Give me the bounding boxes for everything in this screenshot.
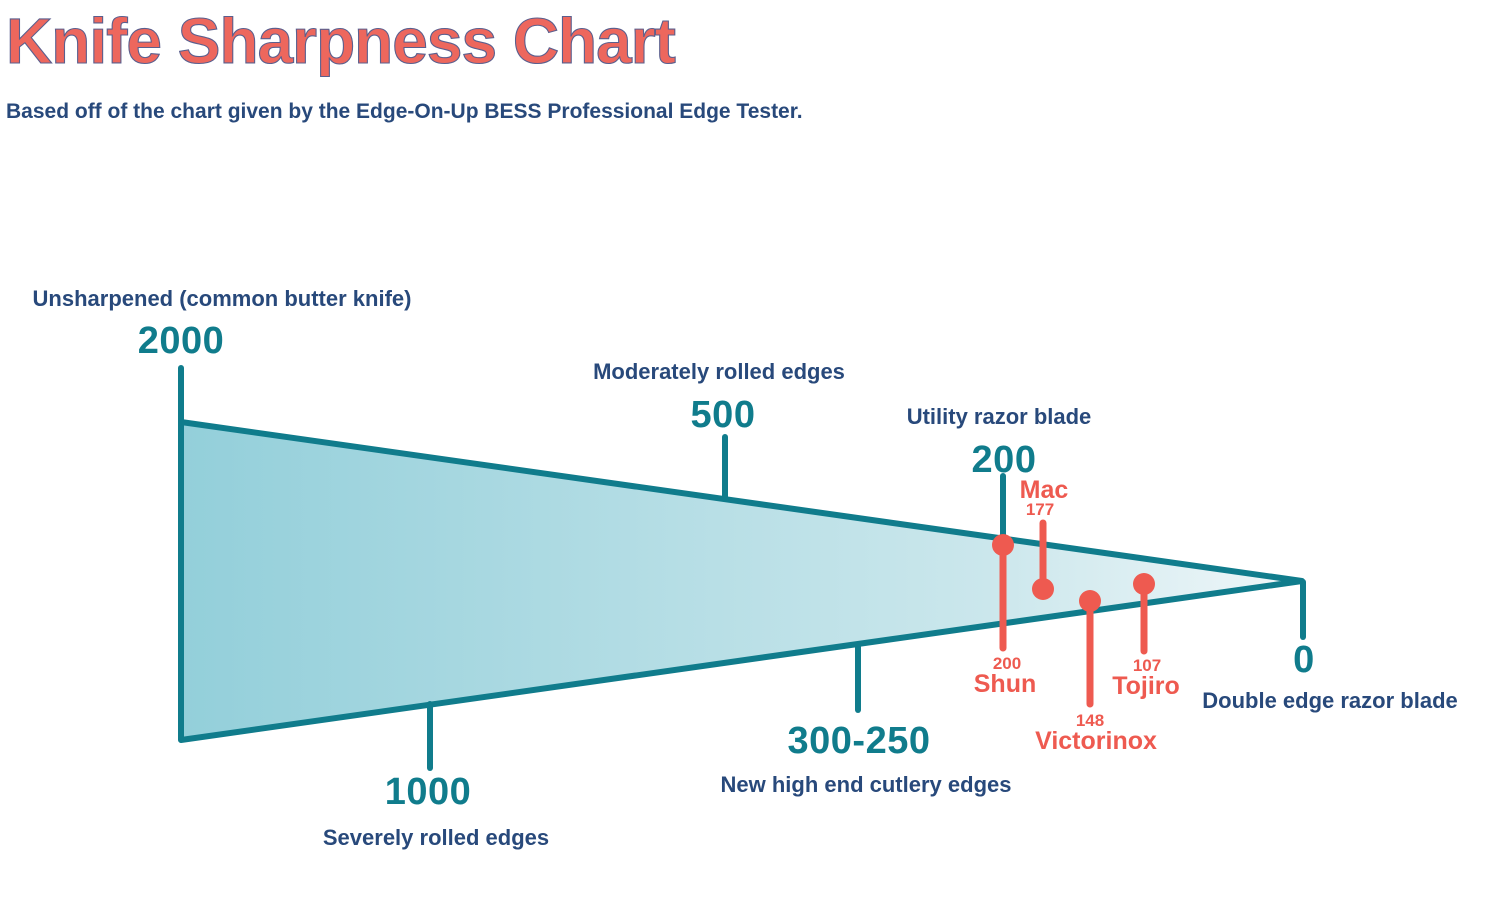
marker-dot-shun xyxy=(992,534,1014,556)
scale-value-300-250: 300-250 xyxy=(787,720,931,762)
marker-name-shun: Shun xyxy=(973,670,1037,698)
marker-name-mac: Mac xyxy=(1019,476,1069,504)
marker-value-tojiro: 107 xyxy=(1132,656,1162,675)
page-subtitle: Based off of the chart given by the Edge… xyxy=(6,100,803,123)
scale-value-200: 200 xyxy=(971,439,1037,481)
scale-label-severely-rolled: Severely rolled edges xyxy=(322,825,550,850)
scale-label-moderately-rolled: Moderately rolled edges xyxy=(593,359,845,384)
sharpness-wedge-shape xyxy=(178,419,1305,743)
scale-label-unsharpened: Unsharpened (common butter knife) xyxy=(32,286,412,311)
page-title: Knife Sharpness Chart xyxy=(5,4,676,77)
marker-dot-mac xyxy=(1032,578,1054,600)
scale-value-2000: 2000 xyxy=(137,320,225,362)
scale-value-0: 0 xyxy=(1293,639,1315,681)
marker-dot-victorinox xyxy=(1079,590,1101,612)
scale-label-new-high-end: New high end cutlery edges xyxy=(720,772,1012,797)
marker-name-tojiro: Tojiro xyxy=(1112,672,1180,700)
scale-label-double-edge-razor: Double edge razor blade xyxy=(1202,688,1458,713)
scale-label-utility-razor: Utility razor blade xyxy=(906,404,1092,429)
scale-value-500: 500 xyxy=(690,394,756,436)
marker-dot-tojiro xyxy=(1133,573,1155,595)
marker-name-victorinox: Victorinox xyxy=(1035,727,1157,755)
marker-value-mac: 177 xyxy=(1025,500,1055,519)
scale-value-1000: 1000 xyxy=(384,771,472,813)
marker-value-victorinox: 148 xyxy=(1075,711,1105,730)
marker-value-shun: 200 xyxy=(992,654,1022,673)
